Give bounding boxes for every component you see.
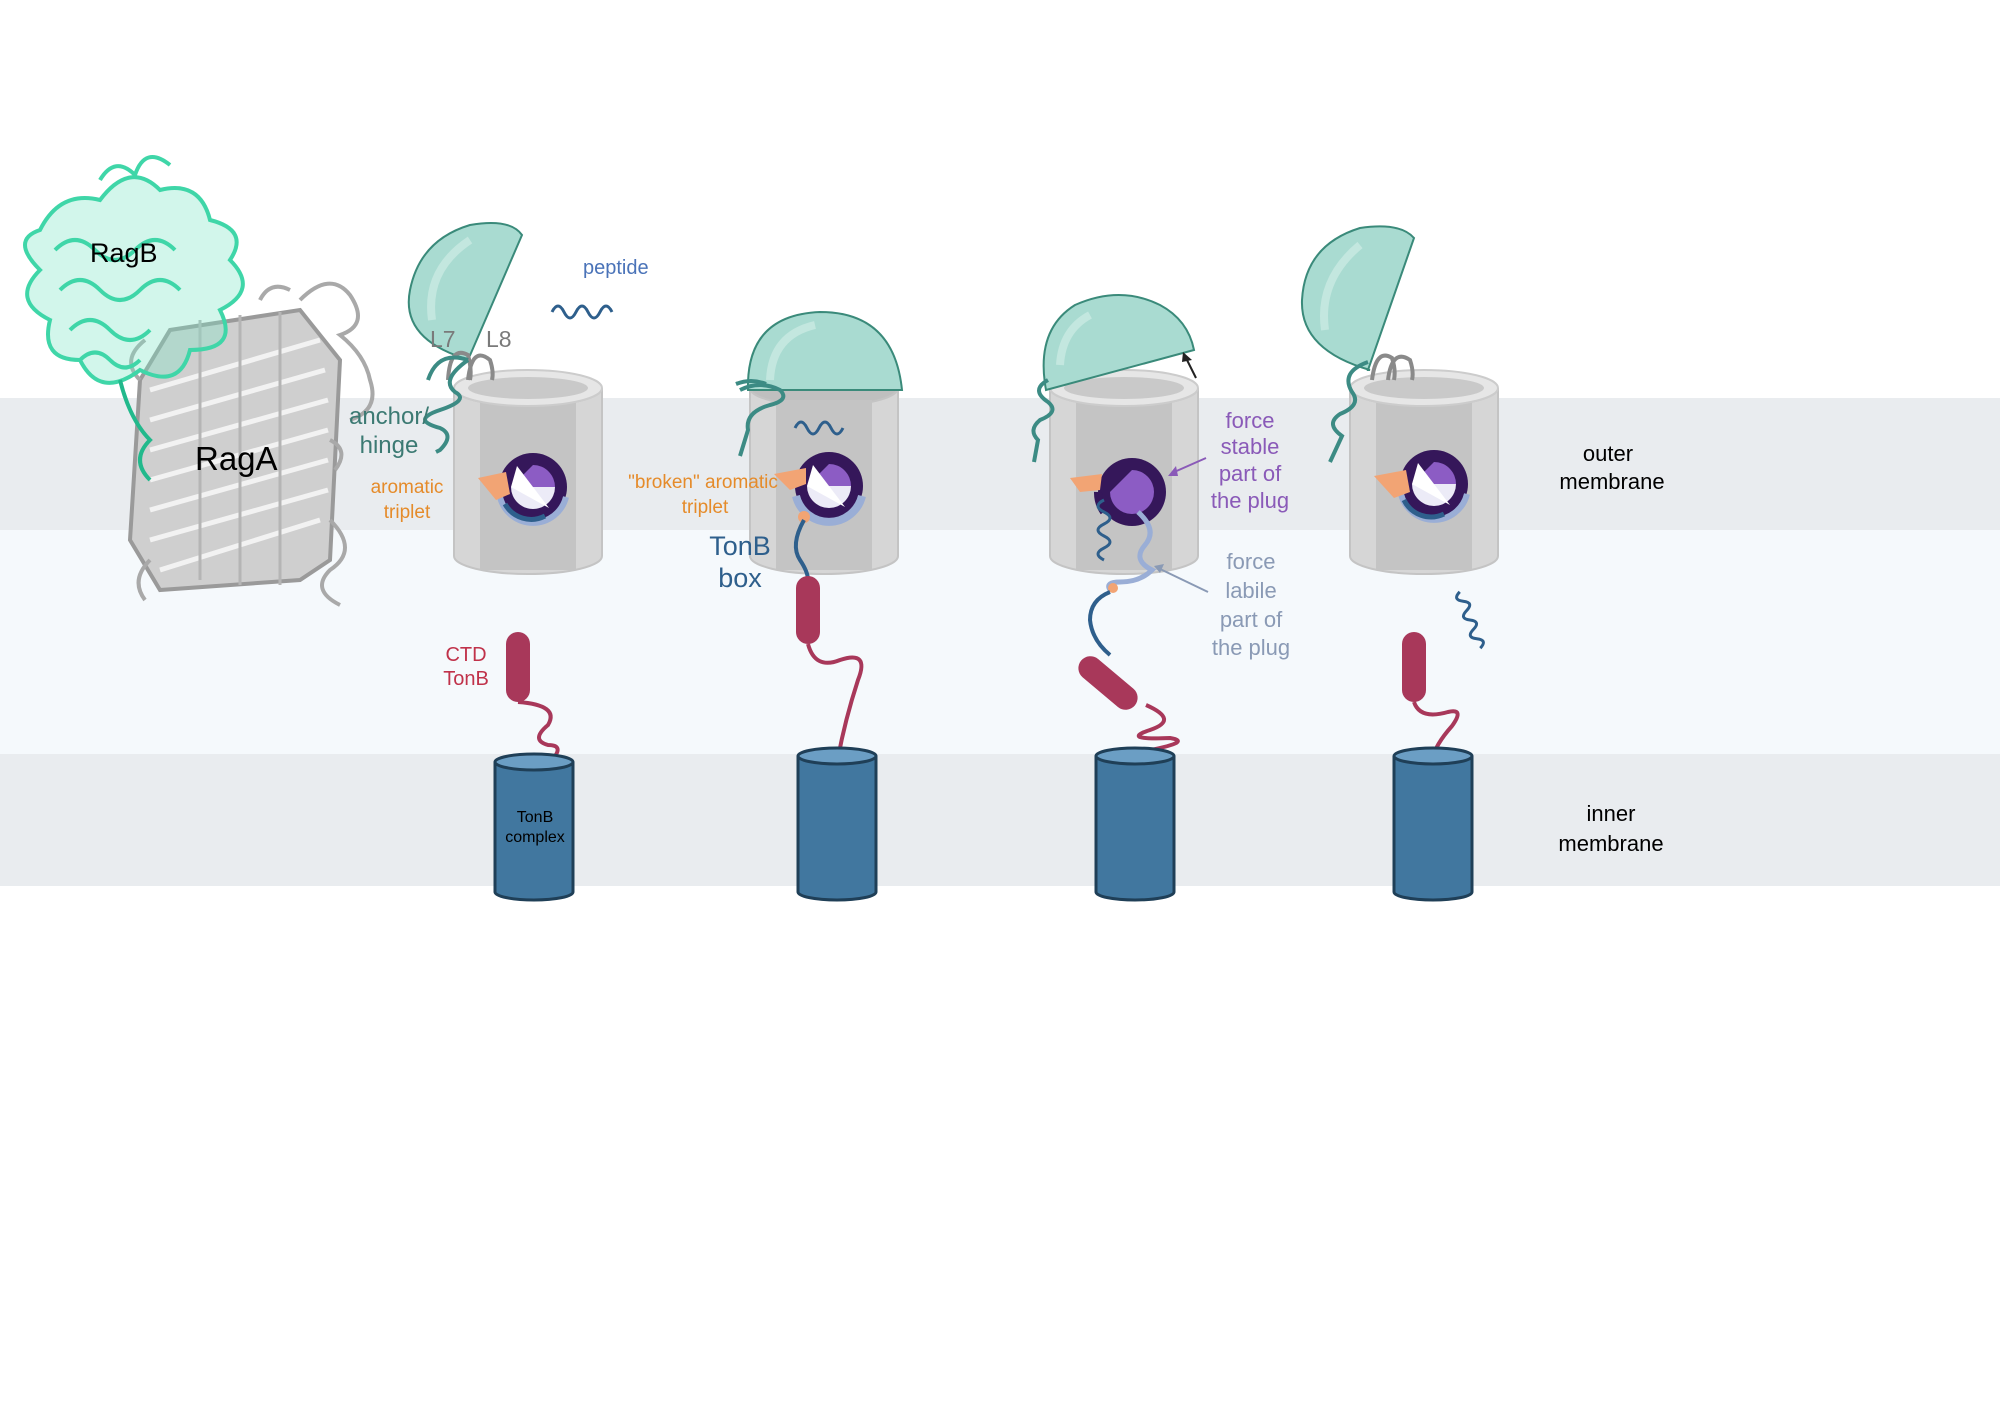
anchor-hinge-strand [423, 358, 470, 454]
tonb-complex-cylinder [796, 756, 878, 902]
tonb-ctd [506, 632, 530, 702]
broken-aromatic-label-1: "broken" aromatic [628, 472, 778, 493]
force-labile-line-2: labile [1225, 578, 1276, 603]
aromatic-triplet-icon [1374, 470, 1410, 498]
panel-4 [1300, 225, 1499, 902]
force-stable-line-1: force [1226, 408, 1275, 433]
force-labile-line-3: part of [1220, 607, 1283, 632]
peptide-squiggle [1455, 590, 1485, 650]
ctd-tonb-label-2: TonB [443, 668, 489, 690]
l8-loop [466, 353, 495, 381]
force-labile-strand [1106, 510, 1157, 592]
tonb-box-strand [793, 519, 810, 581]
tonb-box-label-2: box [718, 563, 762, 593]
raga-barrel-structure-icon [127, 281, 375, 607]
tonb-complex-cylinder [1094, 756, 1176, 902]
lid-closed [746, 310, 904, 391]
tonb-box-label-1: TonB [709, 531, 771, 561]
peptide-squiggle [793, 420, 845, 436]
aromatic-triplet-icon [774, 468, 806, 490]
raga-label: RagA [195, 440, 278, 477]
peptide-squiggle [1096, 498, 1112, 562]
tonb-complex-cylinder [1392, 756, 1474, 902]
aromatic-triplet-label-1: aromatic [371, 477, 444, 498]
peptide-label: peptide [583, 257, 649, 279]
force-labile-arrow [1157, 567, 1209, 593]
force-stable-line-2: stable [1221, 434, 1280, 459]
lid-open [1300, 225, 1416, 371]
inner-membrane-label-1: inner [1587, 801, 1636, 826]
tonb-complex-cylinder [493, 762, 575, 902]
anchor-hinge-label-2: hinge [360, 432, 419, 459]
tonb-complex-label-1: TonB [517, 809, 553, 826]
force-labile-label: force labile part of the plug [1212, 549, 1290, 660]
inner-membrane-band [0, 754, 2000, 886]
tonb-ctd [1402, 632, 1426, 702]
force-labile-line-1: force [1227, 549, 1276, 574]
broken-aromatic-label-2: triplet [682, 497, 729, 518]
tonb-complex-label-2: complex [505, 829, 565, 846]
panel-2 [735, 310, 904, 902]
aromatic-triplet-label-2: triplet [384, 502, 431, 523]
force-stable-label: force stable part of the plug [1211, 408, 1289, 513]
force-labile-line-4: the plug [1212, 635, 1290, 660]
aromatic-triplet-icon [478, 472, 510, 500]
tonb-ctd [1078, 656, 1138, 710]
l7-label: L7 [430, 326, 456, 352]
peptide-squiggle [550, 304, 614, 320]
ragb-protein-structure-icon [23, 155, 245, 482]
force-stable-arrow [1171, 457, 1207, 474]
lid-motion-arrow [1185, 357, 1197, 379]
tonb-linker [517, 700, 560, 762]
l8-label: L8 [486, 326, 512, 352]
outer-membrane-label-2: membrane [1559, 469, 1664, 494]
ctd-tonb-label-1: CTD [445, 644, 486, 666]
panel-1 [407, 222, 614, 902]
outer-membrane-label-1: outer [1583, 441, 1633, 466]
lid-open [407, 222, 524, 361]
ragb-label: RagB [90, 238, 158, 268]
inner-membrane-label-2: membrane [1558, 831, 1663, 856]
force-stable-line-3: part of [1219, 461, 1282, 486]
tonb-ctd [796, 576, 820, 644]
force-stable-line-4: the plug [1211, 488, 1289, 513]
anchor-hinge-label-1: anchor/ [349, 403, 429, 430]
aromatic-triplet-icon [1070, 474, 1102, 492]
panel-3 [1031, 294, 1209, 902]
